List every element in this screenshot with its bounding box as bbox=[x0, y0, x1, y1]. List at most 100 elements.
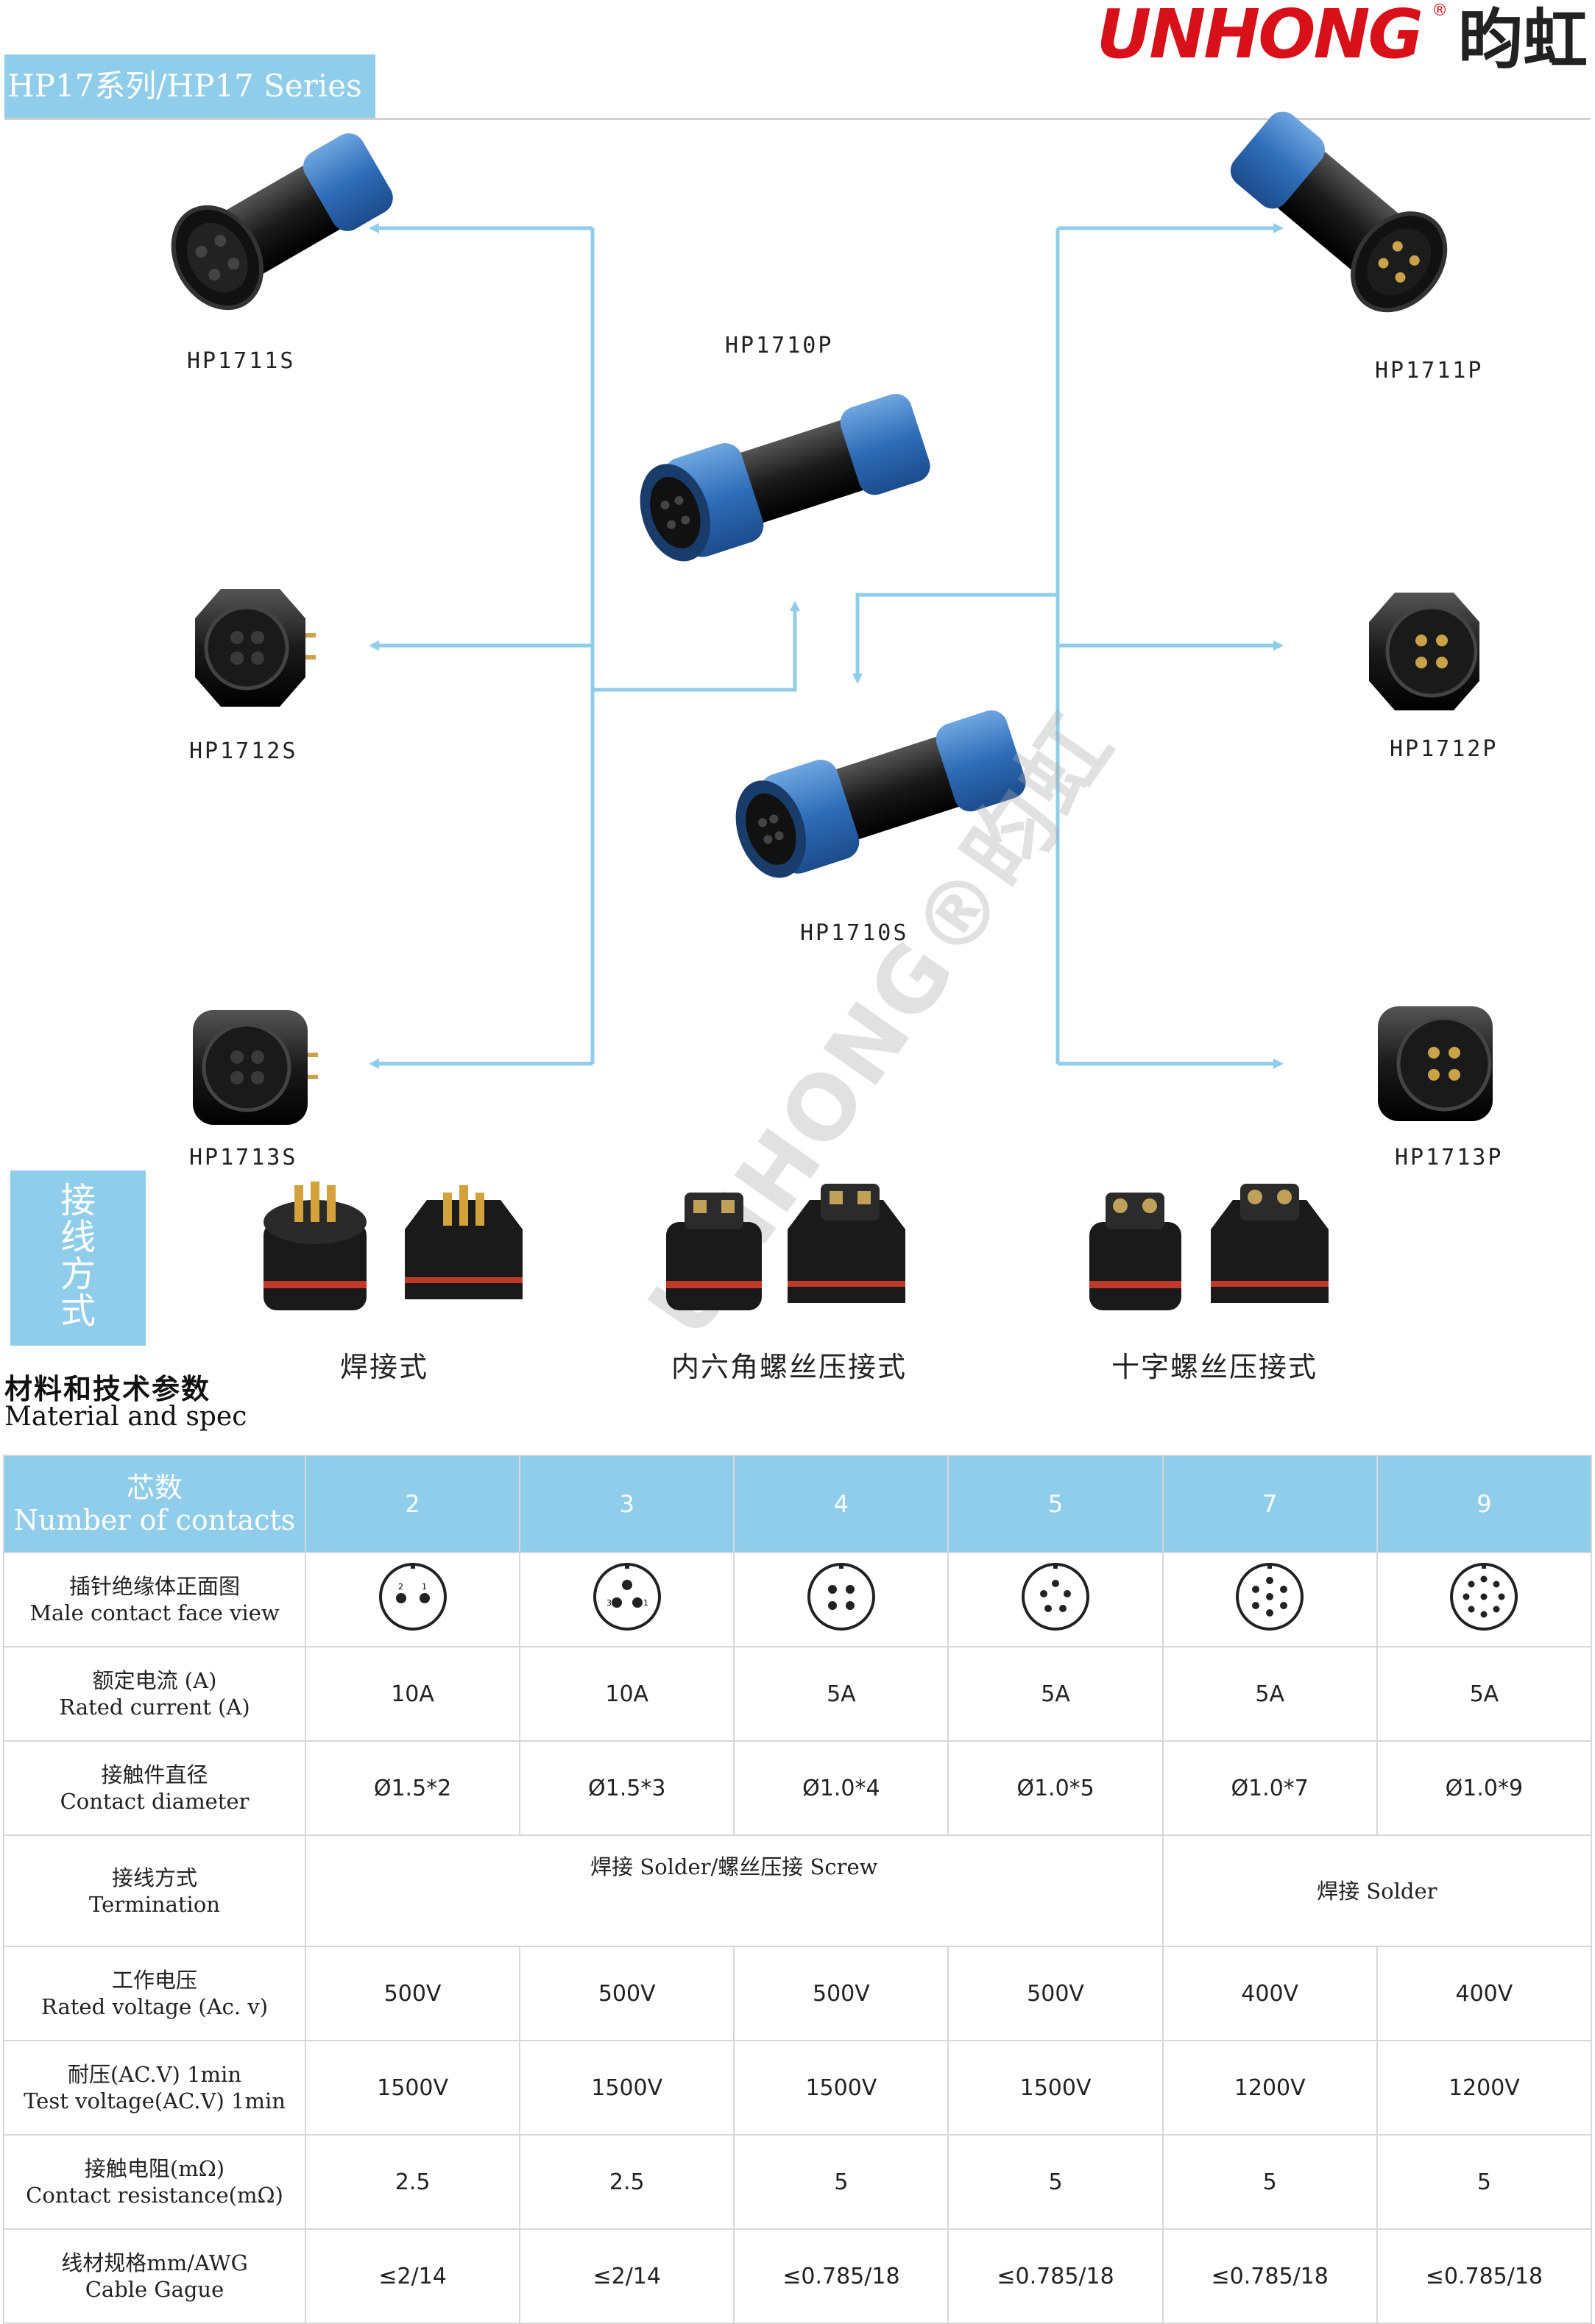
termination-tag: 接 线 方 式 bbox=[10, 1170, 146, 1346]
spec-heading-en: Material and spec bbox=[4, 1402, 247, 1432]
row-head-diameter: 接触件直径 Contact diameter bbox=[3, 1740, 306, 1836]
face-diagram-4 bbox=[733, 1552, 949, 1647]
table-row: 工作电压 Rated voltage (Ac. v) 500V 500V 500… bbox=[3, 1946, 1593, 2041]
label-hp1713s: HP1713S bbox=[189, 1145, 298, 1170]
row-head-cn: 耐压(AC.V) 1min bbox=[67, 2062, 241, 2087]
table-cell: 1500V bbox=[304, 2040, 521, 2136]
label-hp1711s: HP1711S bbox=[187, 348, 296, 374]
face-diagram-9 bbox=[1376, 1552, 1593, 1647]
row-head-cn: 额定电流 (A) bbox=[92, 1668, 217, 1693]
series-title: HP17系列/HP17 Series bbox=[4, 54, 375, 118]
header-col: 4 bbox=[733, 1455, 949, 1553]
cross-screw-type-label: 十字螺丝压接式 bbox=[1111, 1351, 1318, 1383]
row-head-termination: 接线方式 Termination bbox=[3, 1834, 306, 1947]
svg-text:3: 3 bbox=[606, 1598, 612, 1608]
solder-type-image bbox=[264, 1182, 523, 1310]
table-cell: 2.5 bbox=[519, 2134, 735, 2230]
table-cell: 5A bbox=[733, 1646, 949, 1742]
table-cell: 5 bbox=[947, 2134, 1164, 2230]
table-cell: Ø1.5*2 bbox=[304, 1740, 521, 1836]
header-col: 2 bbox=[304, 1455, 521, 1553]
row-head-cn: 插针绝缘体正面图 bbox=[68, 1574, 240, 1599]
termination-tag-char: 式 bbox=[60, 1290, 96, 1332]
table-cell: 1200V bbox=[1161, 2040, 1378, 2136]
brand-logo: UNHONG ® 昀虹 bbox=[1097, 0, 1588, 77]
cross-screw-type-image bbox=[1089, 1184, 1329, 1310]
row-head-resistance: 接触电阻(mΩ) Contact resistance(mΩ) bbox=[3, 2134, 306, 2230]
row-head-cn: 线材规格mm/AWG bbox=[61, 2250, 248, 2275]
table-row: 线材规格mm/AWG Cable Gague ≤2/14 ≤2/14 ≤0.78… bbox=[3, 2228, 1593, 2324]
svg-text:2: 2 bbox=[398, 1582, 403, 1592]
hex-screw-type-label: 内六角螺丝压接式 bbox=[671, 1351, 908, 1383]
termination-solder-span: 焊接 Solder bbox=[1161, 1834, 1593, 1947]
table-cell: 500V bbox=[519, 1946, 735, 2041]
header-col: 9 bbox=[1376, 1455, 1593, 1553]
table-cell: ≤2/14 bbox=[304, 2228, 521, 2324]
table-cell: 2.5 bbox=[304, 2134, 521, 2230]
termination-tag-char: 方 bbox=[60, 1254, 96, 1295]
hp1711s-image bbox=[171, 133, 393, 311]
table-cell: ≤0.785/18 bbox=[733, 2228, 949, 2324]
row-head-en: Contact resistance(mΩ) bbox=[26, 2183, 283, 2208]
table-cell: 500V bbox=[947, 1946, 1164, 2041]
table-cell: Ø1.0*9 bbox=[1376, 1740, 1593, 1836]
termination-images bbox=[264, 1182, 1329, 1310]
table-cell: 1500V bbox=[733, 2040, 949, 2136]
label-hp1712p: HP1712P bbox=[1390, 736, 1499, 762]
hp1712s-image bbox=[195, 589, 316, 707]
table-cell: 5A bbox=[947, 1646, 1164, 1742]
table-cell: 1500V bbox=[947, 2040, 1164, 2136]
spec-table: 芯数 Number of contacts 2 3 4 5 7 9 插针绝缘体正… bbox=[3, 1455, 1593, 2324]
row-head-voltage: 工作电压 Rated voltage (Ac. v) bbox=[3, 1946, 306, 2041]
table-cell: 1500V bbox=[519, 2040, 735, 2136]
label-hp1711p: HP1711P bbox=[1375, 358, 1484, 384]
svg-text:1: 1 bbox=[422, 1582, 427, 1592]
table-cell: 5A bbox=[1161, 1646, 1378, 1742]
table-row: 额定电流 (A) Rated current (A) 10A 10A 5A 5A… bbox=[3, 1646, 1593, 1742]
row-head-current: 额定电流 (A) Rated current (A) bbox=[3, 1646, 306, 1742]
svg-text:1: 1 bbox=[643, 1598, 648, 1608]
table-cell: Ø1.5*3 bbox=[519, 1740, 735, 1836]
brand-name-cn: 昀虹 bbox=[1457, 1, 1588, 77]
table-cell: Ø1.0*7 bbox=[1161, 1740, 1378, 1836]
row-head-en: Termination bbox=[89, 1891, 220, 1917]
row-head-test-voltage: 耐压(AC.V) 1min Test voltage(AC.V) 1min bbox=[3, 2040, 306, 2136]
row-head-cn: 接触件直径 bbox=[101, 1762, 208, 1787]
diagram-arrows bbox=[369, 223, 1284, 1069]
row-head-en: Male contact face view bbox=[29, 1600, 280, 1625]
termination-screw-span: 焊接 Solder/螺丝压接 Screw bbox=[305, 1834, 1164, 1947]
table-cell: Ø1.0*5 bbox=[947, 1740, 1164, 1836]
registered-mark: ® bbox=[1431, 1, 1448, 20]
label-hp1710p: HP1710P bbox=[725, 333, 834, 359]
table-row: 耐压(AC.V) 1min Test voltage(AC.V) 1min 15… bbox=[3, 2040, 1593, 2136]
row-head-en: Rated current (A) bbox=[59, 1695, 250, 1720]
row-head-cn: 接线方式 bbox=[111, 1865, 197, 1890]
solder-type-label: 焊接式 bbox=[340, 1351, 429, 1383]
table-cell: 500V bbox=[733, 1946, 949, 2041]
connector-diagram bbox=[171, 111, 1493, 1125]
row-head-cn: 工作电压 bbox=[111, 1968, 197, 1993]
spec-heading-cn: 材料和技术参数 bbox=[4, 1373, 211, 1405]
label-hp1710s: HP1710S bbox=[800, 920, 909, 946]
termination-tag-char: 接 bbox=[60, 1180, 96, 1221]
table-cell: 5 bbox=[1161, 2134, 1378, 2230]
termination-tag-char: 线 bbox=[60, 1217, 96, 1258]
hp1713s-image bbox=[193, 1010, 318, 1125]
table-cell: 500V bbox=[304, 1946, 521, 2041]
table-cell: 1200V bbox=[1376, 2040, 1593, 2136]
table-cell: 400V bbox=[1376, 1946, 1593, 2041]
table-cell: 5 bbox=[733, 2134, 949, 2230]
brand-name-en: UNHONG bbox=[1096, 0, 1424, 74]
hp1711p-image bbox=[1230, 111, 1448, 313]
header-contacts-en: Number of contacts bbox=[13, 1504, 296, 1536]
table-header-row: 芯数 Number of contacts 2 3 4 5 7 9 bbox=[3, 1455, 1593, 1553]
table-cell: 5A bbox=[1376, 1646, 1593, 1742]
row-head-face: 插针绝缘体正面图 Male contact face view bbox=[3, 1552, 306, 1647]
table-cell: 10A bbox=[304, 1646, 521, 1742]
header-col: 5 bbox=[947, 1455, 1164, 1553]
table-cell: ≤2/14 bbox=[519, 2228, 735, 2324]
face-diagram-7 bbox=[1161, 1552, 1378, 1647]
